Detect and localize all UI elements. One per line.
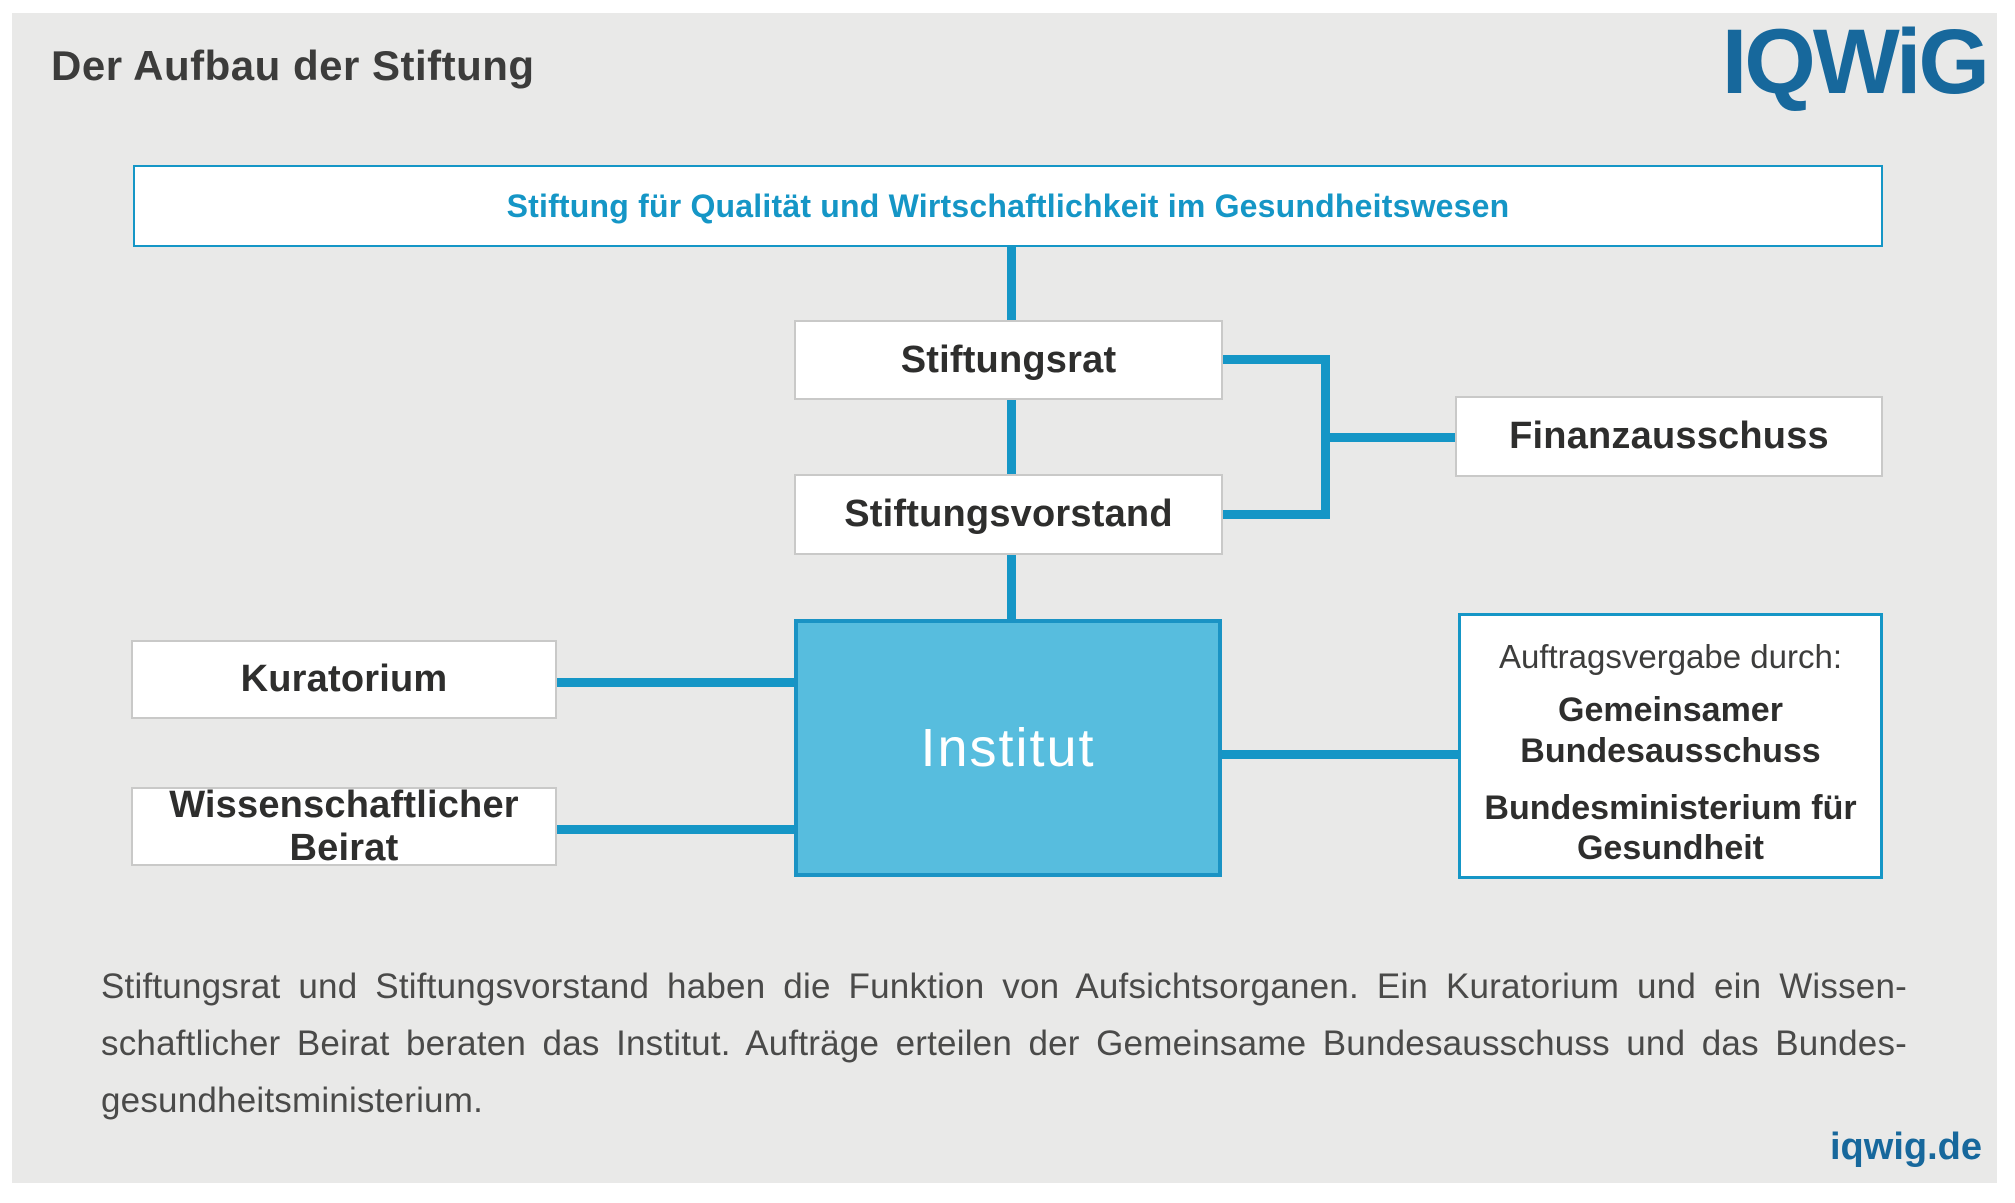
auftragsvergabe-box: Auftragsvergabe durch: Gemeinsamer Bunde…	[1458, 613, 1883, 879]
auftragsvergabe-item-gba: Gemeinsamer Bundesausschuss	[1520, 691, 1821, 770]
caption-line-3: gesundheitsministerium.	[101, 1081, 483, 1120]
stiftungsrat-label: Stiftungsrat	[900, 338, 1117, 381]
auftragsvergabe-heading: Auftragsvergabe durch:	[1498, 638, 1843, 675]
iqwig-logo: IQWiG	[1721, 11, 1990, 113]
stiftungsrat-box: Stiftungsrat	[794, 320, 1223, 400]
connector-bracket-finanzausschuss	[1330, 433, 1458, 442]
foundation-box: Stiftung für Qualität und Wirtschaftlich…	[133, 165, 1883, 247]
page-title: Der Aufbau der Stiftung	[51, 42, 535, 89]
connector-institut-auftragsvergabe	[1220, 750, 1460, 759]
connector-stiftungsvorstand-institut	[1007, 553, 1016, 621]
connector-stiftungsrat-stiftungsvorstand	[1007, 398, 1016, 476]
wissenschaftlicher-beirat-label: Wissenschaftlicher Beirat	[169, 783, 519, 869]
connector-beirat-institut	[555, 825, 796, 834]
wissenschaftlicher-beirat-box: Wissenschaftlicher Beirat	[131, 784, 557, 869]
finanzausschuss-label: Finanzausschuss	[1509, 415, 1829, 457]
kuratorium-label: Kuratorium	[240, 658, 448, 700]
institut-label: Institut	[920, 718, 1096, 778]
institut-box: Institut	[794, 619, 1222, 877]
connector-foundation-stiftungsrat	[1007, 247, 1016, 322]
connector-kuratorium-institut	[555, 678, 796, 687]
website-label: iqwig.de	[1830, 1126, 1982, 1168]
foundation-label: Stiftung für Qualität und Wirtschaftlich…	[506, 187, 1510, 224]
stiftungsvorstand-label: Stiftungsvorstand	[844, 493, 1173, 535]
caption-paragraph: Stiftungsrat und Stiftungsvorstand haben…	[101, 958, 1907, 1129]
kuratorium-box: Kuratorium	[131, 640, 557, 719]
caption-line-1: Stiftungsrat und Stiftungsvorstand haben…	[101, 967, 1907, 1006]
connector-stiftungsrat-bracket	[1222, 355, 1330, 364]
connector-bracket-vertical	[1321, 355, 1330, 519]
connector-stiftungsvorstand-bracket	[1222, 510, 1330, 519]
caption-line-2: schaftlicher Beirat beraten das Institut…	[101, 1024, 1907, 1063]
auftragsvergabe-item-bmg: Bundesministerium für Gesundheit	[1484, 788, 1857, 868]
finanzausschuss-box: Finanzausschuss	[1455, 396, 1883, 477]
stiftungsvorstand-box: Stiftungsvorstand	[794, 474, 1223, 555]
